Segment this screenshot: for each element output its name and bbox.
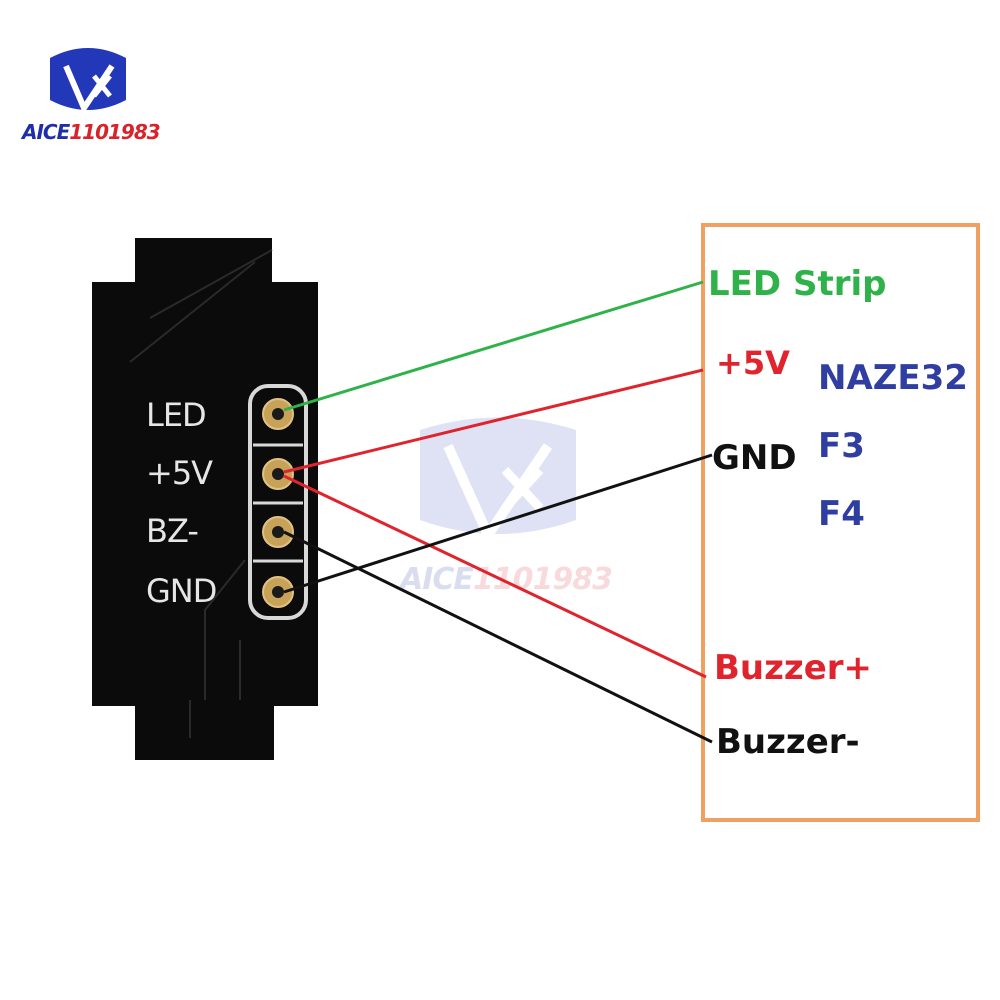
label-buzzer-minus: Buzzer- bbox=[716, 722, 860, 762]
pcb-label-gnd: GND bbox=[146, 572, 217, 610]
label-buzzer-plus: Buzzer+ bbox=[714, 648, 873, 688]
label-5v: +5V bbox=[716, 344, 790, 382]
board-name-naze32: NAZE32 bbox=[818, 358, 968, 398]
board-name-f3: F3 bbox=[818, 426, 865, 466]
pcb-pin-bz bbox=[262, 516, 294, 548]
pcb-pin-gnd bbox=[262, 576, 294, 608]
controller-box bbox=[701, 223, 980, 822]
pcb-board bbox=[92, 238, 318, 760]
watermark-shield-icon bbox=[420, 417, 576, 546]
pcb-pin-led bbox=[262, 398, 294, 430]
pcb-label-5v: +5V bbox=[146, 454, 213, 492]
wire-buzzer-plus bbox=[283, 474, 707, 679]
wire-led-strip bbox=[283, 280, 704, 412]
wire-gnd bbox=[283, 453, 713, 594]
board-name-f4: F4 bbox=[818, 494, 865, 534]
logo-text: AICE1101983 bbox=[22, 120, 161, 144]
pcb-label-bz: BZ- bbox=[146, 512, 199, 550]
wire-buzzer-minus bbox=[283, 530, 713, 744]
watermark-text: AICE1101983 bbox=[400, 562, 613, 597]
label-led-strip: LED Strip bbox=[708, 264, 887, 304]
label-gnd: GND bbox=[712, 438, 797, 478]
pcb-pin-5v bbox=[262, 458, 294, 490]
logo-shield-icon bbox=[50, 48, 126, 115]
wire-5v bbox=[283, 368, 704, 474]
pcb-label-led: LED bbox=[146, 396, 207, 434]
